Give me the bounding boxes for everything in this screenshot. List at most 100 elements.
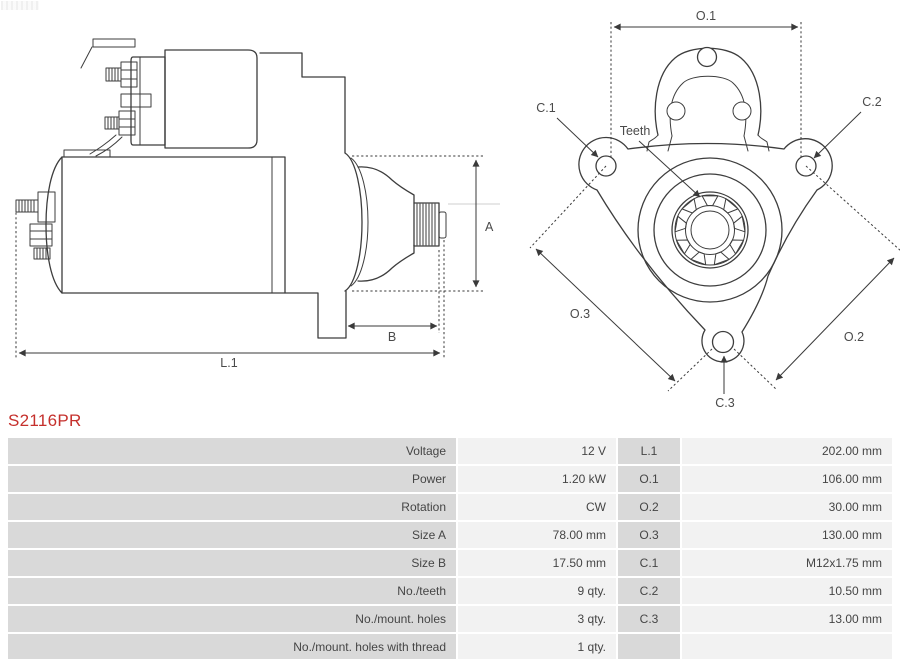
c2-leader [813, 111, 862, 159]
spec-value-cell: 12 V [458, 438, 616, 464]
dim-l1-extensions [15, 208, 445, 358]
gear-tooth [674, 215, 687, 233]
mounting-hole-c3 [711, 330, 735, 354]
shaft-hub-circle [690, 210, 730, 250]
dim-value-cell: 30.00 mm [682, 494, 892, 520]
dim-label-o3: O.3 [570, 307, 590, 321]
dim-value-cell [682, 634, 892, 659]
spec-value-cell: 9 qty. [458, 578, 616, 604]
dim-o2-extensions [733, 165, 900, 391]
dim-label-c2: C.2 [862, 95, 882, 109]
gear-tooth [729, 239, 744, 255]
flange-arc-outer [344, 152, 363, 292]
gear-tip-circle [671, 191, 749, 269]
gear-tooth [713, 251, 730, 266]
starter-side-view: A B L.1 [15, 38, 500, 370]
solenoid-body [164, 49, 258, 149]
bell-top-hole [696, 46, 718, 68]
terminal-wire [89, 134, 123, 157]
dim-value-cell: 202.00 mm [682, 438, 892, 464]
terminal-hex-bottom [118, 110, 136, 136]
dim-label-cell: C.3 [618, 606, 680, 632]
spec-row: Size B 17.50 mm C.1 M12x1.75 mm [8, 550, 892, 576]
body-ledge [63, 149, 111, 158]
terminal-stud-bottom [104, 116, 120, 130]
dim-o2-line [775, 257, 895, 381]
dim-label-cell: C.2 [618, 578, 680, 604]
spec-label-cell: No./teeth [8, 578, 456, 604]
housing-bottom [357, 244, 415, 282]
flange-arc-inner [350, 157, 369, 287]
spec-value-cell: CW [458, 494, 616, 520]
dim-label-cell: O.3 [618, 522, 680, 548]
spec-label-cell: Voltage [8, 438, 456, 464]
corner-watermark [1, 1, 39, 10]
dim-value-cell: 106.00 mm [682, 466, 892, 492]
spec-value-cell: 78.00 mm [458, 522, 616, 548]
threaded-stub [33, 247, 51, 260]
terminal-hex-top [120, 61, 138, 88]
solenoid-strap [80, 38, 136, 69]
dim-label-cell: O.2 [618, 494, 680, 520]
technical-drawing: A B L.1 [15, 9, 900, 410]
terminal-tab [120, 93, 152, 108]
spec-row: Voltage 12 V L.1 202.00 mm [8, 438, 892, 464]
pinion-teeth-hatch [416, 203, 436, 246]
pinion-gear [413, 202, 440, 247]
threaded-stud [15, 199, 39, 213]
spec-label-cell: Size B [8, 550, 456, 576]
c1-leader [556, 117, 599, 158]
body-end-cap [45, 156, 63, 294]
spec-value-cell: 3 qty. [458, 606, 616, 632]
dim-label-b: B [388, 330, 396, 344]
hex-nut [29, 223, 53, 247]
dim-label-cell: L.1 [618, 438, 680, 464]
dim-value-cell: M12x1.75 mm [682, 550, 892, 576]
boss-circle-outer [637, 157, 783, 303]
gear-tooth [681, 198, 697, 214]
bell-side-hole-left [666, 101, 686, 121]
spec-label-cell: No./mount. holes [8, 606, 456, 632]
housing-top [357, 166, 415, 204]
spec-value-cell: 1.20 kW [458, 466, 616, 492]
dim-value-cell: 130.00 mm [682, 522, 892, 548]
gear-tooth [676, 239, 691, 255]
teeth-label: Teeth [620, 124, 651, 138]
bracket-foot [284, 290, 347, 339]
spec-table: Voltage 12 V L.1 202.00 mm Power 1.20 kW… [8, 438, 892, 659]
motor-body [61, 156, 286, 294]
dim-label-o1: O.1 [696, 9, 716, 23]
gear-tooth [723, 198, 739, 214]
gear-tooth [733, 215, 746, 233]
gear-teeth [674, 195, 746, 266]
teeth-leader [638, 140, 701, 198]
dim-label-cell: C.1 [618, 550, 680, 576]
dim-label-c1: C.1 [536, 101, 556, 115]
spec-label-cell: No./mount. holes with thread [8, 634, 456, 659]
dim-label-cell: O.1 [618, 466, 680, 492]
mounting-flange [578, 136, 833, 363]
dim-value-cell: 13.00 mm [682, 606, 892, 632]
bell-skirt [646, 134, 770, 152]
mounting-hole-c2 [795, 155, 817, 177]
dim-value-cell: 10.50 mm [682, 578, 892, 604]
gear-tooth [690, 251, 707, 266]
spec-row: Power 1.20 kW O.1 106.00 mm [8, 466, 892, 492]
gear-tooth [701, 195, 719, 207]
spec-row: Size A 78.00 mm O.3 130.00 mm [8, 522, 892, 548]
mounting-hole-c1 [595, 155, 617, 177]
part-number-heading: S2116PR [8, 411, 82, 430]
spec-row: No./mount. holes 3 qty. C.3 13.00 mm [8, 606, 892, 632]
terminal-stud-top [105, 67, 122, 82]
spec-row: No./mount. holes with thread 1 qty. [8, 634, 892, 659]
dim-o3-line [535, 248, 676, 382]
spec-label-cell: Size A [8, 522, 456, 548]
dim-label-c3: C.3 [715, 396, 735, 410]
starter-front-view: O.1 O.3 O.2 C.1 C.2 C.3 Teeth [529, 9, 900, 410]
bell-side-hole-right [732, 101, 752, 121]
dim-label-l1: L.1 [220, 356, 237, 370]
dim-o3-extensions [529, 165, 713, 392]
dim-label-cell [618, 634, 680, 659]
shaft-cap [438, 211, 447, 239]
